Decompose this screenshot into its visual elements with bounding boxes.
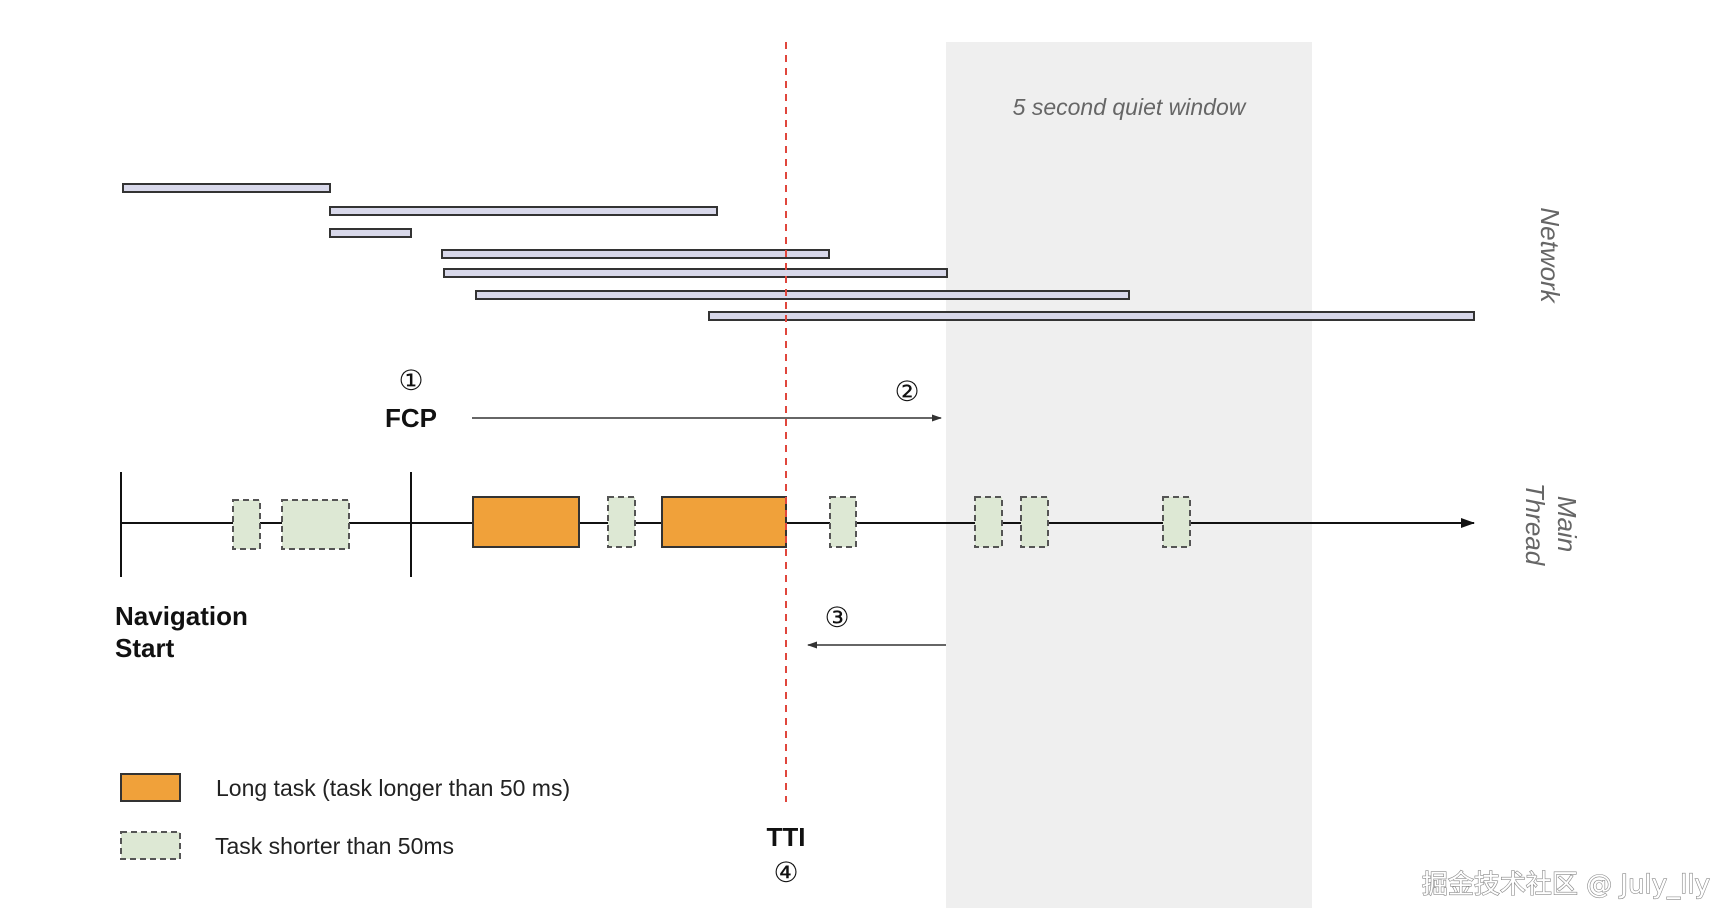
long-task	[472, 496, 580, 548]
short-task	[281, 499, 350, 550]
network-bar	[122, 183, 331, 193]
main-thread-lane-label-line1: Main	[1552, 496, 1582, 552]
network-bar	[441, 249, 830, 259]
network-bar	[329, 206, 718, 216]
short-task	[829, 496, 857, 548]
navigation-start-label-line2: Start	[115, 633, 175, 663]
long-task	[661, 496, 787, 548]
step-2-number: ②	[894, 375, 919, 408]
tti-step-number: ④	[773, 856, 798, 889]
fcp-step-number: ①	[398, 364, 423, 397]
legend-long-task-label: Long task (task longer than 50 ms)	[216, 775, 570, 801]
legend-short-task-swatch	[120, 831, 181, 860]
legend-long-task-swatch	[120, 773, 181, 802]
network-bar	[708, 311, 1475, 321]
network-requests	[122, 183, 1475, 321]
short-task	[232, 499, 261, 550]
network-bar	[329, 228, 412, 238]
network-bar	[475, 290, 1130, 300]
short-tasks	[232, 496, 1191, 550]
fcp-label: FCP	[385, 403, 437, 433]
quiet-window	[946, 42, 1312, 908]
step-3-number: ③	[824, 601, 849, 634]
short-task	[1162, 496, 1191, 548]
network-bar	[443, 268, 948, 278]
tti-label: TTI	[767, 822, 806, 852]
main-thread-lane-label-line2: Thread	[1520, 483, 1550, 567]
short-task	[974, 496, 1003, 548]
watermark: 掘金技术社区 @ July_lly	[1422, 870, 1710, 900]
short-task	[1020, 496, 1049, 548]
short-task	[607, 496, 636, 548]
long-tasks	[472, 496, 787, 548]
navigation-start-label-line1: Navigation	[115, 601, 248, 631]
legend-short-task-label: Task shorter than 50ms	[215, 833, 454, 859]
quiet-window-label: 5 second quiet window	[1013, 94, 1247, 120]
network-lane-label: Network	[1535, 207, 1565, 304]
